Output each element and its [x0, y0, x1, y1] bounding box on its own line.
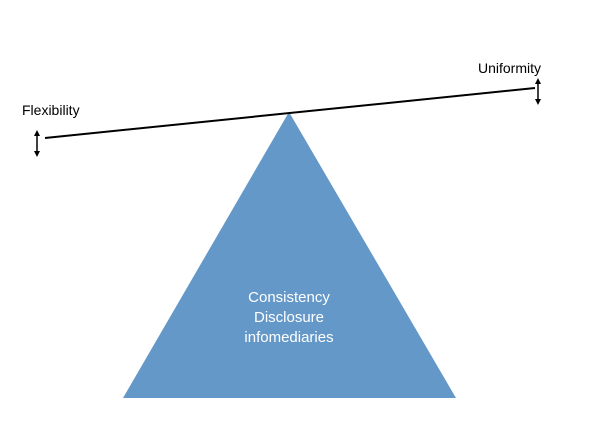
flexibility-label: Flexibility [22, 102, 80, 118]
fulcrum-line-disclosure: Disclosure [253, 309, 325, 326]
fulcrum-line-infomediaries: infomediaries [244, 329, 334, 346]
uniformity-label: Uniformity [478, 60, 542, 76]
fulcrum-line-consistency: Consistency [248, 289, 330, 306]
balance-beam [44, 87, 536, 139]
fulcrum-text: Consistency Disclosure infomediaries [200, 288, 378, 348]
fulcrum-triangle [123, 112, 456, 398]
